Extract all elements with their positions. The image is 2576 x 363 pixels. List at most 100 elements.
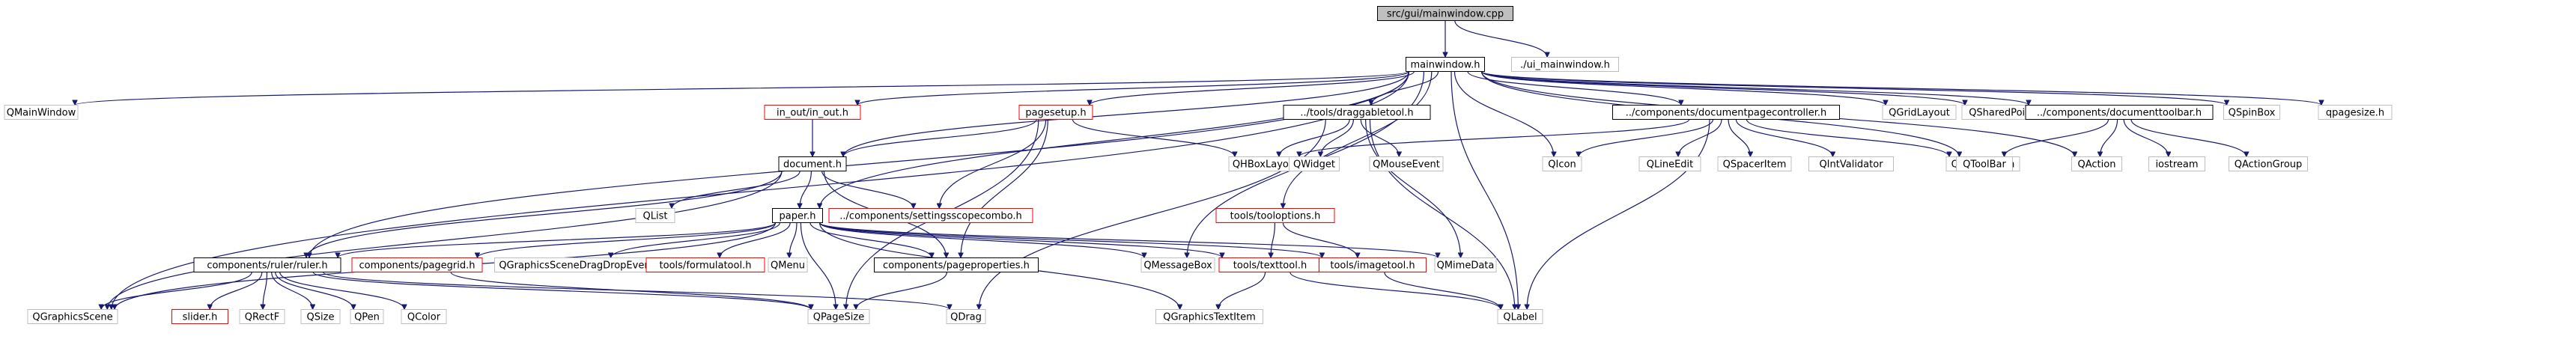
edge-mainwindow-cpp-to-ui-mainwindow-h — [1454, 20, 1547, 58]
node-qmouseevent[interactable]: QMouseEvent — [1369, 156, 1444, 171]
edge-paper-h-to-imagetool-h — [818, 222, 1322, 259]
edge-ruler-h-to-qsize — [271, 272, 313, 310]
node-mainwindow-h[interactable]: mainwindow.h — [1406, 57, 1485, 72]
node-qspinbox[interactable]: QSpinBox — [2223, 105, 2280, 120]
node-label: QLabel — [1503, 312, 1537, 323]
node-qlabel[interactable]: QLabel — [1497, 309, 1543, 324]
node-qsize[interactable]: QSize — [300, 309, 341, 324]
edge-ruler-h-to-qrectf — [263, 272, 268, 310]
node-qpagesize[interactable]: QPageSize — [807, 309, 870, 324]
node-qwidget[interactable]: QWidget — [1289, 156, 1340, 171]
node-box — [1808, 156, 1894, 171]
node-qgraphicsscenedragdropevent[interactable]: QGraphicsSceneDragDropEvent — [494, 257, 659, 272]
node-box — [635, 208, 675, 223]
node-box — [2025, 105, 2214, 120]
node-qactiongroup[interactable]: QActionGroup — [2229, 156, 2308, 171]
node-label: iostream — [2155, 159, 2198, 171]
node-box — [1406, 57, 1485, 72]
node-label: tools/texttool.h — [1233, 260, 1307, 272]
node-qgraphicsscene[interactable]: QGraphicsScene — [27, 309, 118, 324]
node-draggabletool-h[interactable]: ../tools/draggabletool.h — [1283, 105, 1431, 120]
node-box — [2223, 105, 2280, 120]
node-formulatool-h[interactable]: tools/formulatool.h — [645, 257, 765, 272]
node-qgridlayout[interactable]: QGridLayout — [1882, 105, 1957, 120]
node-box — [350, 309, 384, 324]
edge-tooloptions-h-to-texttool-h — [1271, 222, 1276, 258]
node-label: QRectF — [245, 312, 279, 323]
node-label: ../components/settingsscopecombo.h — [839, 211, 1021, 222]
node-in-out-h[interactable]: in_out/in_out.h — [764, 105, 861, 120]
edge-ruler-h-to-qcolor — [279, 272, 404, 310]
node-pageproperties-h[interactable]: components/pageproperties.h — [874, 257, 1039, 272]
edge-mainwindow-h-to-documenttoolbar-h — [1480, 70, 2029, 106]
node-qlineedit[interactable]: QLineEdit — [1638, 156, 1701, 171]
edge-mainwindow-h-to-qlabel — [1450, 71, 1518, 310]
node-tooloptions-h[interactable]: tools/tooloptions.h — [1215, 208, 1335, 223]
node-qmessagebox[interactable]: QMessageBox — [1140, 257, 1215, 272]
node-label: QLineEdit — [1647, 159, 1694, 171]
node-label: components/pagegrid.h — [359, 260, 476, 272]
node-label: QPageSize — [813, 312, 864, 323]
edge-documenttoolbar-h-to-qactiongroup — [2130, 119, 2247, 157]
edge-pagegrid-h-to-qpagesize — [450, 271, 811, 311]
edge-documenttoolbar-h-to-qtoolbar — [2004, 119, 2109, 157]
edge-mainwindow-h-to-qspinbox — [1480, 70, 2227, 106]
edge-mainwindow-h-to-paper-h — [820, 71, 1410, 209]
edge-paper-h-to-pageproperties-h — [809, 222, 932, 258]
node-qspaceritem[interactable]: QSpacerItem — [1717, 156, 1792, 171]
node-ruler-h[interactable]: components/ruler/ruler.h — [193, 257, 341, 272]
edge-pagesetup-h-to-document-h — [843, 119, 1037, 157]
node-paper-h[interactable]: paper.h — [772, 208, 823, 223]
node-qcolor[interactable]: QColor — [401, 309, 447, 324]
node-box — [300, 309, 341, 324]
edge-mainwindow-h-to-in-out-h — [857, 70, 1410, 106]
edge-paper-h-to-formulatool-h — [720, 222, 791, 258]
node-qdrag[interactable]: QDrag — [946, 309, 986, 324]
edge-mainwindow-h-to-documentpagecontroller-h — [1467, 71, 1681, 106]
node-document-h[interactable]: document.h — [778, 156, 847, 171]
node-label: QSpacerItem — [1723, 159, 1787, 171]
node-label: QMouseEvent — [1373, 159, 1440, 171]
node-label: QColor — [407, 312, 441, 323]
node-qhboxlayout[interactable]: QHBoxLayout — [1228, 156, 1303, 171]
node-ui-mainwindow-h[interactable]: ./ui_mainwindow.h — [1511, 57, 1619, 72]
edge-paper-h-to-qmimedata — [818, 222, 1439, 259]
node-qtoolbar[interactable]: QToolBar — [1956, 156, 2013, 171]
edge-documenttoolbar-h-to-iostream — [2123, 119, 2169, 157]
node-box — [1377, 6, 1513, 21]
node-mainwindow-cpp[interactable]: src/gui/mainwindow.cpp — [1377, 6, 1513, 21]
edge-document-h-to-qgraphicsscene — [107, 171, 783, 310]
node-label: ../components/documenttoolbar.h — [2037, 108, 2202, 119]
node-qaction[interactable]: QAction — [2071, 156, 2122, 171]
edge-paper-h-to-qmenu — [789, 222, 798, 258]
node-qmenu[interactable]: QMenu — [768, 257, 808, 272]
edge-paper-h-to-texttool-h — [818, 222, 1223, 259]
node-qrectf[interactable]: QRectF — [239, 309, 285, 324]
edge-ruler-h-to-qgraphicsscene — [101, 272, 252, 310]
node-qintvalidator[interactable]: QIntValidator — [1808, 156, 1894, 171]
edge-paper-h-to-pagegrid-h — [477, 222, 777, 259]
node-settingsscopecombo-h[interactable]: ../components/settingsscopecombo.h — [828, 208, 1033, 223]
node-qlist[interactable]: QList — [635, 208, 675, 223]
node-label: paper.h — [780, 211, 816, 222]
node-slider-h[interactable]: slider.h — [171, 309, 228, 324]
node-documenttoolbar-h[interactable]: ../components/documenttoolbar.h — [2025, 105, 2214, 120]
node-qgraphicstextitem[interactable]: QGraphicsTextItem — [1155, 309, 1263, 324]
node-pagesetup-h[interactable]: pagesetup.h — [1018, 105, 1093, 120]
node-texttool-h[interactable]: tools/texttool.h — [1218, 257, 1322, 272]
node-qpen[interactable]: QPen — [350, 309, 384, 324]
node-label: tools/tooloptions.h — [1230, 211, 1321, 222]
edge-document-h-to-paper-h — [800, 171, 812, 209]
node-imagetool-h[interactable]: tools/imagetool.h — [1319, 257, 1427, 272]
edge-draggabletool-h-to-qhboxlayout — [1279, 119, 1350, 157]
node-qmainwindow[interactable]: QMainWindow — [4, 105, 79, 120]
node-qmimedata[interactable]: QMimeData — [1434, 257, 1497, 272]
node-iostream[interactable]: iostream — [2148, 156, 2205, 171]
node-pagegrid-h[interactable]: components/pagegrid.h — [351, 257, 483, 272]
node-label: QGraphicsScene — [32, 312, 112, 323]
node-qpagesize-h[interactable]: qpagesize.h — [2318, 105, 2393, 120]
node-qicon[interactable]: QIcon — [1542, 156, 1582, 171]
edge-ruler-h-to-qpen — [275, 272, 353, 310]
node-documentpagecontroller-h[interactable]: ../components/documentpagecontroller.h — [1612, 105, 1840, 120]
